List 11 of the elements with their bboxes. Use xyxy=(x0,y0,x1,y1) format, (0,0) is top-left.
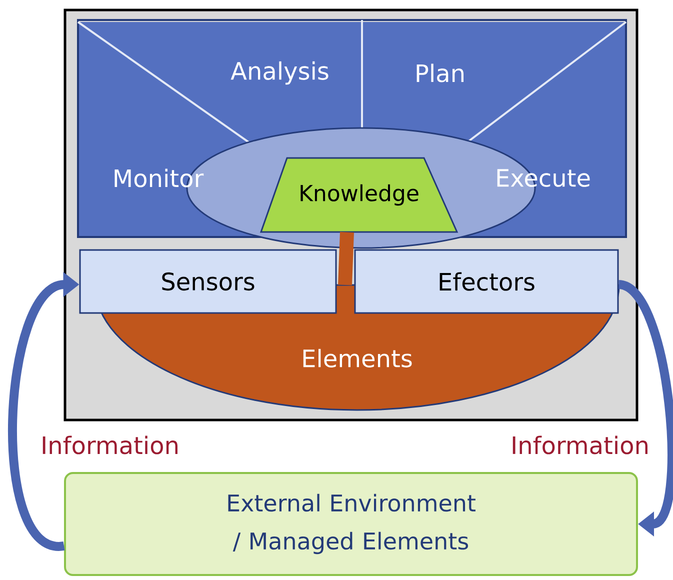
region-label: Analysis xyxy=(230,61,328,85)
component-box: Sensors xyxy=(79,249,337,314)
region-label: Monitor xyxy=(114,168,204,188)
region-label: Execute xyxy=(497,169,590,187)
region-label: Plan xyxy=(416,64,464,82)
connector-bar xyxy=(338,232,354,286)
environment-box: External Environment / Managed Elements xyxy=(64,472,638,576)
component-box: Efectors xyxy=(354,249,619,314)
curved-arrow xyxy=(617,280,673,537)
edge-label: Information xyxy=(42,436,178,454)
edge-label: Information xyxy=(512,436,648,454)
